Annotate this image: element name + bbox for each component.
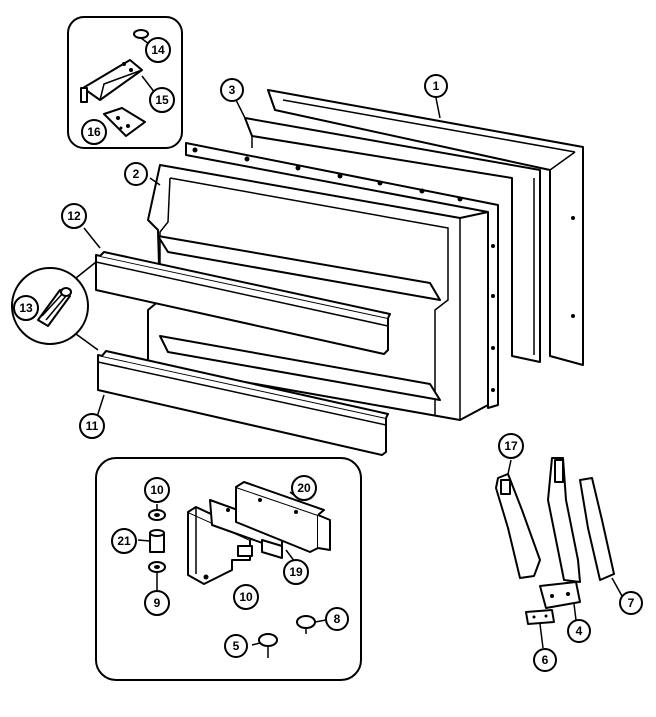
callout-label-16: 16 [87, 125, 101, 139]
callout-16: 16 [81, 119, 107, 145]
callout-label-21: 21 [117, 534, 131, 548]
callout-label-2: 2 [133, 167, 140, 181]
callout-label-8: 8 [334, 612, 341, 626]
callout-label-10b: 10 [239, 590, 253, 604]
callout-4: 4 [567, 619, 591, 643]
callout-13: 13 [13, 295, 39, 321]
upper-shelf-rail [95, 251, 391, 355]
handle-parts [495, 457, 623, 649]
callout-14: 14 [145, 37, 171, 63]
callout-label-1: 1 [433, 79, 440, 93]
callout-10b: 10 [233, 584, 259, 610]
callout-label-7: 7 [628, 596, 635, 610]
callout-label-3: 3 [229, 83, 236, 97]
door-liner [147, 142, 499, 421]
callout-label-14: 14 [151, 43, 165, 57]
callout-label-13: 13 [19, 301, 33, 315]
callout-17: 17 [498, 433, 524, 459]
callout-label-19: 19 [289, 565, 303, 579]
callout-3: 3 [220, 78, 244, 102]
callout-10a: 10 [144, 477, 170, 503]
callout-label-5: 5 [233, 639, 240, 653]
callout-12: 12 [61, 203, 87, 229]
callout-11: 11 [79, 413, 105, 439]
callout-label-17: 17 [504, 439, 518, 453]
callout-8: 8 [325, 607, 349, 631]
callout-label-12: 12 [67, 209, 81, 223]
callout-15: 15 [149, 87, 175, 113]
callout-9: 9 [144, 590, 170, 616]
callout-2: 2 [124, 162, 148, 186]
callout-label-9: 9 [154, 596, 161, 610]
callout-20: 20 [291, 475, 317, 501]
door-outer-panel [267, 89, 584, 366]
callout-label-15: 15 [155, 93, 169, 107]
callout-21: 21 [111, 528, 137, 554]
callout-label-11: 11 [86, 419, 99, 433]
callout-7: 7 [619, 591, 643, 615]
door-gasket [244, 117, 541, 363]
callout-1: 1 [424, 74, 448, 98]
callout-5: 5 [224, 634, 248, 658]
hardware-inset-box [95, 457, 362, 681]
leader-lines [83, 97, 441, 421]
callout-label-4: 4 [576, 624, 583, 638]
callout-19: 19 [283, 559, 309, 585]
callout-label-10a: 10 [150, 483, 164, 497]
callout-label-6: 6 [542, 653, 549, 667]
lower-shelf-rail [97, 350, 389, 456]
callout-label-20: 20 [297, 481, 311, 495]
retainer-cap-detail [11, 261, 99, 351]
callout-6: 6 [533, 648, 557, 672]
